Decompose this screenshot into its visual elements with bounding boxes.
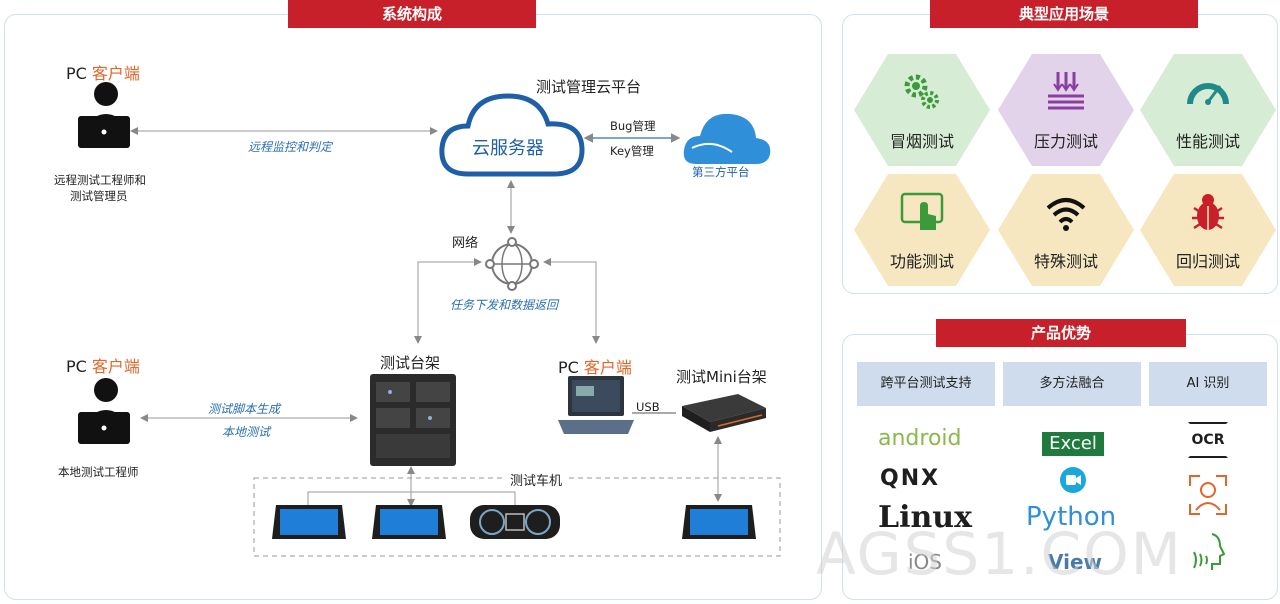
app-stress-test: 压力测试 <box>998 54 1134 166</box>
remote-user-line2: 测试管理员 <box>70 189 128 203</box>
python-logo: Python <box>1026 502 1117 532</box>
face-recognition-icon <box>1189 475 1227 515</box>
app-smoke-label: 冒烟测试 <box>889 132 954 151</box>
key-mgmt-label: Key管理 <box>610 144 654 158</box>
advantages-ribbon: 产品优势 <box>936 319 1186 347</box>
app-smoke-test: 冒烟测试 <box>854 54 990 166</box>
test-rack-icon <box>370 374 456 466</box>
wifi-icon <box>1046 198 1086 231</box>
app-function-label: 功能测试 <box>889 252 954 271</box>
voice-recognition-icon <box>1193 533 1226 570</box>
ocr-icon: OCR <box>1188 422 1228 458</box>
bug-icon <box>1192 194 1224 230</box>
local-pc-label: PC 客户端 <box>66 357 140 376</box>
laptop-icon <box>558 376 634 434</box>
gauge-icon <box>1187 83 1229 105</box>
system-ribbon: 系统构成 <box>288 0 536 28</box>
app-performance-label: 性能测试 <box>1175 132 1240 151</box>
app-special-label: 特殊测试 <box>1033 252 1098 271</box>
mini-rack-icon <box>682 394 766 432</box>
excel-logo: Excel <box>1042 432 1104 456</box>
watermark: AGSS1.COM <box>816 520 1183 588</box>
app-regression-label: 回归测试 <box>1175 252 1240 271</box>
local-user-icon <box>78 378 130 444</box>
car-label: 测试车机 <box>506 470 567 489</box>
remote-link-label: 远程监控和判定 <box>248 140 333 154</box>
remote-user-line1: 远程测试工程师和 <box>54 173 146 187</box>
pressure-icon <box>1048 72 1084 110</box>
adv-ai-recognition: AI 识别 <box>1149 362 1267 406</box>
task-label: 任务下发和数据返回 <box>450 298 559 312</box>
applications-ribbon: 典型应用场景 <box>930 0 1198 28</box>
android-logo: android <box>878 426 962 451</box>
touch-icon <box>900 192 944 230</box>
linux-logo: Linux <box>878 500 972 535</box>
adv-multi-method: 多方法融合 <box>1003 362 1141 406</box>
network-label: 网络 <box>452 236 479 251</box>
adv-cross-platform: 跨平台测试支持 <box>857 362 995 406</box>
rack-label: 测试台架 <box>380 354 441 372</box>
app-function-test: 功能测试 <box>854 174 990 286</box>
script-gen-label: 测试脚本生成 <box>208 402 281 416</box>
local-user-label: 本地测试工程师 <box>58 465 139 479</box>
car-screen-1-icon <box>272 505 346 539</box>
car-screen-2-icon <box>372 505 446 539</box>
camera-icon <box>1060 467 1086 493</box>
connector-lines <box>130 127 781 557</box>
usb-label: USB <box>636 400 660 414</box>
cloud-title: 测试管理云平台 <box>536 78 642 96</box>
car-cluster-icon <box>470 505 560 539</box>
remote-pc-label: PC 客户端 <box>66 64 140 83</box>
local-test-label: 本地测试 <box>222 425 271 439</box>
qnx-logo: QNX <box>880 466 941 491</box>
view-logo: View <box>1048 550 1103 574</box>
car-screen-3-icon <box>682 505 756 539</box>
cloud-server-label: 云服务器 <box>472 138 544 159</box>
cloud-icon <box>439 93 585 177</box>
app-stress-label: 压力测试 <box>1033 132 1098 151</box>
laptop-pc-label: PC 客户端 <box>558 358 632 377</box>
third-party-label: 第三方平台 <box>692 165 750 179</box>
remote-user-icon <box>78 82 130 148</box>
gears-icon <box>904 74 939 109</box>
network-globe-icon <box>485 237 539 291</box>
bug-mgmt-label: Bug管理 <box>610 119 656 133</box>
third-party-cloud-icon <box>683 113 771 164</box>
mini-rack-label: 测试Mini台架 <box>676 368 767 386</box>
ios-logo: iOS <box>908 550 942 574</box>
